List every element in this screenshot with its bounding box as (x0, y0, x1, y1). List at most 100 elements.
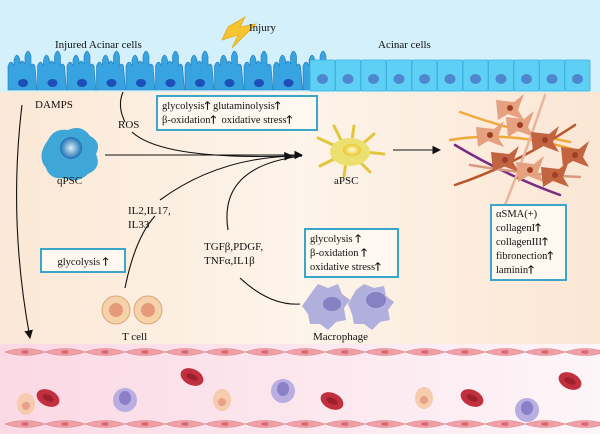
red-blood-cell (180, 368, 204, 386)
box-item: glycolysis (310, 234, 353, 245)
acinar-cell (539, 59, 565, 92)
endothelial-cell (44, 420, 86, 428)
red-blood-cell (320, 392, 344, 410)
macro-signals-2: TNFα,IL1β (204, 255, 255, 267)
macrophage-label: Macrophage (313, 331, 368, 343)
macrophage-metabolism-box: glycolysis 🡑 β-oxidation 🡑 oxidative str… (304, 228, 399, 278)
endothelial-cell (564, 420, 600, 428)
macrophage-blood (113, 388, 137, 412)
acinar-cell (462, 59, 489, 92)
up-arrow-icon: 🡑 (375, 260, 381, 273)
box-item: collagenIII (496, 237, 543, 248)
damps-label: DAMPS (35, 99, 73, 111)
tgf-arrow (226, 155, 303, 231)
t-cells (101, 295, 163, 325)
endothelial-cell (564, 348, 600, 356)
up-arrow-icon: 🡑 (204, 99, 211, 112)
acinar-cell (360, 59, 387, 92)
up-arrow-icon: 🡑 (355, 232, 361, 245)
red-blood-cell (558, 372, 582, 390)
endothelial-cell (164, 348, 206, 356)
vessel-endothelium (4, 348, 600, 428)
box-item: fibronection (496, 251, 548, 262)
box-item: glycolysis (57, 257, 101, 268)
box-item: oxidative stress (310, 262, 376, 273)
damps-arrow (16, 104, 33, 340)
endothelial-cell (4, 348, 46, 356)
red-blood-cell (36, 389, 60, 407)
tcell-label: T cell (122, 331, 148, 343)
injured-acinar-cell (184, 50, 215, 91)
tcell-metabolism-box: glycolysis 🡑 (40, 248, 126, 273)
fibroblast (516, 156, 544, 182)
endothelial-cell (324, 420, 366, 428)
tcell-signals-2: IL33 (128, 219, 150, 231)
up-arrow-icon: 🡑 (361, 246, 367, 259)
up-arrow-icon: 🡑 (102, 255, 109, 268)
apsc-label: aPSC (334, 175, 359, 187)
t-cell-blood (415, 387, 433, 409)
injured-acinar-cell (7, 50, 38, 91)
arrows (16, 91, 442, 340)
box-item: αSMA(+) (496, 209, 538, 220)
macrophages (302, 284, 394, 330)
t-cell-blood (17, 393, 35, 415)
box-item: oxidative stress (221, 115, 287, 126)
macrophage-blood (515, 398, 539, 422)
il-arrow (159, 155, 301, 201)
fibrosis-markers-box: αSMA(+) collagenI🡑 collagenIII🡑 fibronec… (490, 204, 567, 281)
fibroblast (476, 121, 504, 147)
endothelial-cell (244, 420, 286, 428)
up-arrow-icon: 🡑 (547, 249, 554, 262)
fibroblast (531, 126, 559, 152)
endothelial-cell (444, 348, 486, 356)
qpsc-label: qPSC (57, 175, 83, 187)
acinar-cell (386, 59, 412, 92)
acinar-cell (488, 59, 514, 92)
blood-cells (17, 368, 582, 422)
injured-acinar-label: Injured Acinar cells (55, 39, 142, 51)
injured-acinar-cell (96, 50, 126, 91)
lightning-icon (221, 15, 258, 49)
endothelial-cell (324, 348, 366, 356)
fibroblast (491, 146, 519, 172)
red-blood-cell (460, 389, 484, 407)
t-cell-blood (213, 389, 231, 411)
box-item: β-oxidation (162, 115, 211, 126)
acinar-label: Acinar cells (378, 39, 431, 51)
fibroblast (541, 161, 569, 187)
injured-acinar-cell (66, 50, 97, 91)
box-item: glycolysis (162, 101, 205, 112)
acinar-cell (309, 59, 336, 92)
injured-acinar-cell (125, 50, 156, 91)
acinar-cell (335, 59, 361, 92)
acinar-cell (513, 59, 540, 92)
injured-acinar-cell (273, 50, 303, 91)
tcell-signals-1: IL2,IL17, (128, 205, 171, 217)
injury-label: Injury (249, 22, 276, 34)
ros-arrow (131, 131, 294, 161)
macrophage-blood (271, 379, 295, 403)
box-item: glutaminolysis (212, 101, 275, 112)
fibrosis-cluster (448, 93, 589, 207)
injured-acinar-cell (243, 50, 274, 91)
injured-acinar-cell (37, 50, 67, 91)
box-item: collagenI (496, 223, 536, 234)
apsc-cell (316, 124, 386, 178)
fibroblast (561, 141, 589, 167)
blood-vessel (0, 344, 600, 434)
macro-signals-1: TGFβ,PDGF, (204, 241, 264, 253)
up-arrow-icon: 🡑 (210, 113, 217, 126)
up-arrow-icon: 🡑 (528, 263, 534, 276)
endothelial-cell (364, 420, 406, 428)
box-item: laminin (496, 265, 529, 276)
endothelial-cell (44, 348, 86, 356)
acinar-cell (564, 59, 591, 92)
fibroblast (506, 111, 534, 137)
apsc-metabolism-box: glycolysis🡑 glutaminolysis🡑 β-oxidation🡑… (156, 95, 318, 131)
injured-acinar-cells (7, 50, 333, 91)
acinar-cells (309, 59, 591, 92)
up-arrow-icon: 🡑 (535, 221, 541, 234)
ros-label: ROS (118, 119, 140, 131)
endothelial-cell (124, 348, 166, 356)
